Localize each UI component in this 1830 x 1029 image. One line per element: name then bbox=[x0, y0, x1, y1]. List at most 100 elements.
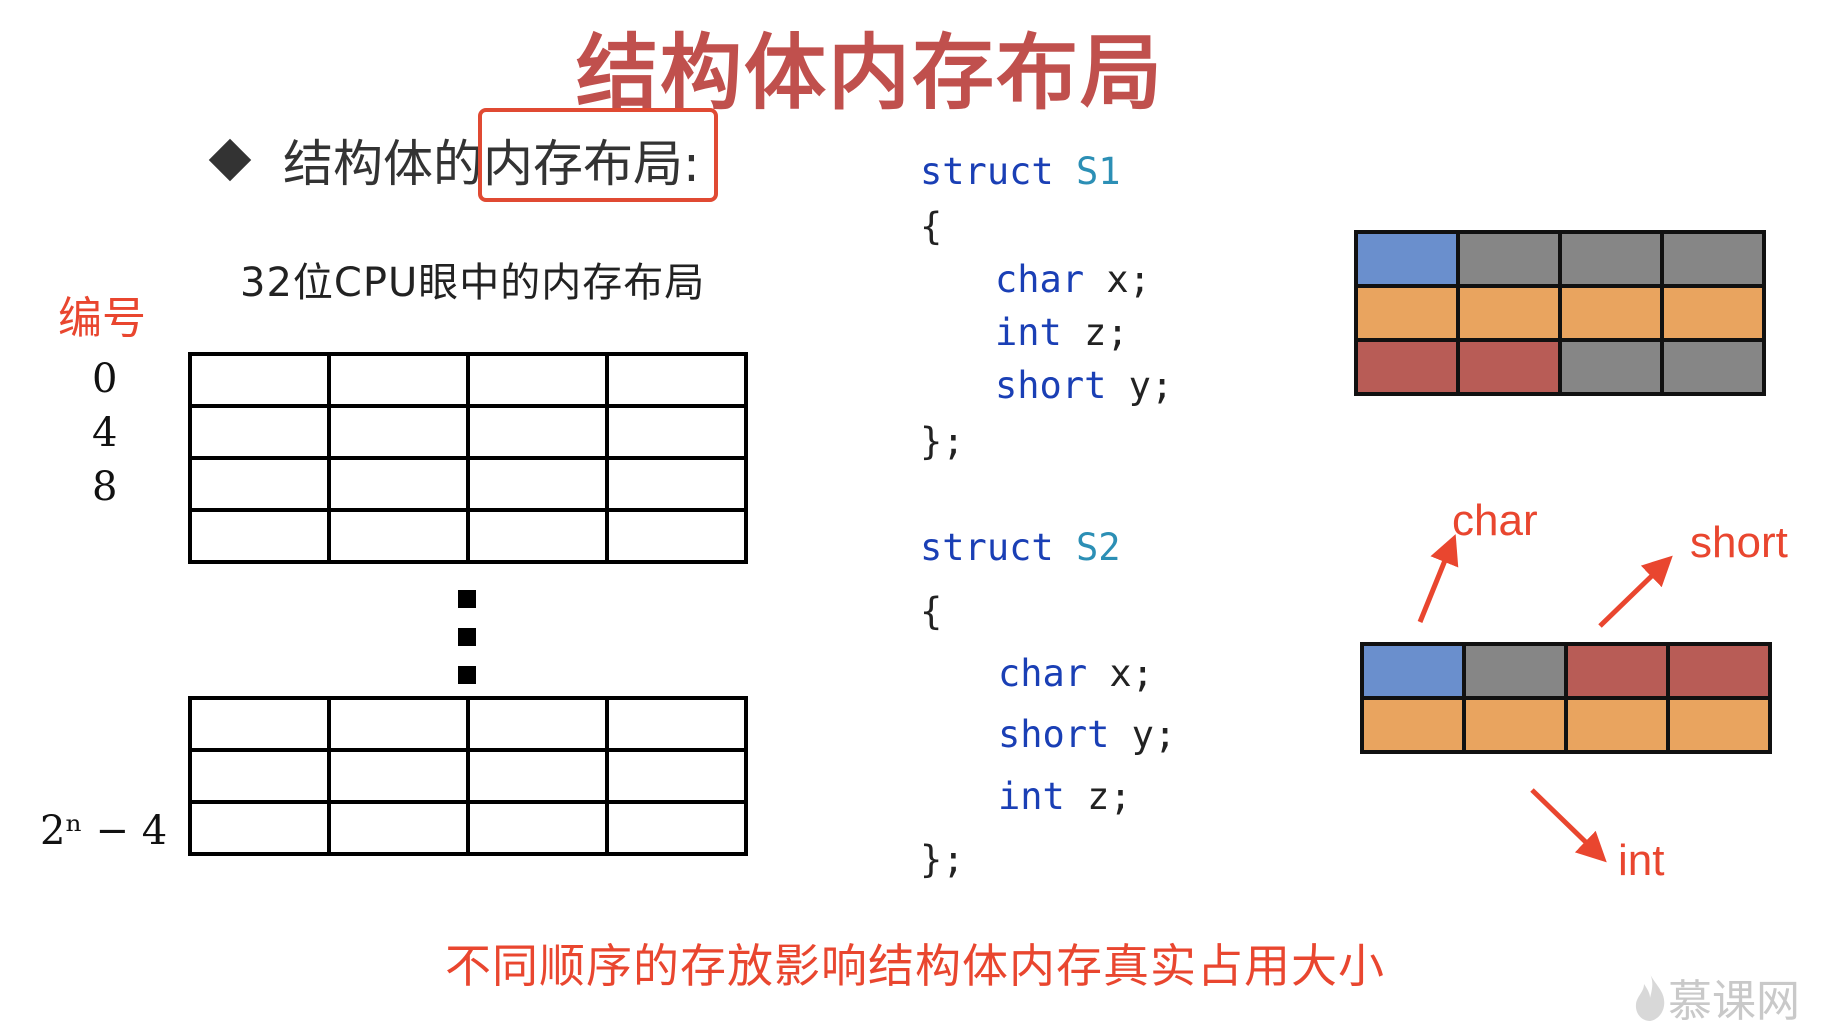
code-var: y; bbox=[1128, 364, 1174, 407]
memory-cell bbox=[466, 456, 609, 512]
padding-cell bbox=[1660, 230, 1766, 288]
code-field: short y; bbox=[998, 713, 1176, 756]
memory-cell bbox=[188, 508, 331, 564]
char-cell bbox=[1360, 642, 1466, 700]
ellipsis-dot-icon bbox=[458, 628, 476, 646]
address-label: 0 bbox=[92, 356, 118, 402]
code-var: z; bbox=[1087, 775, 1132, 818]
code-s1-header: struct S1 bbox=[920, 150, 1121, 193]
memory-cell bbox=[605, 800, 748, 856]
padding-cell bbox=[1558, 230, 1664, 288]
bullet-line: 结构体的内存布局: bbox=[208, 128, 700, 193]
flame-logo-icon bbox=[1635, 974, 1665, 1021]
memory-grid-top bbox=[188, 352, 748, 564]
short-arrow-icon bbox=[1598, 555, 1673, 628]
code-struct-name: S1 bbox=[1075, 150, 1121, 193]
char-cell bbox=[1354, 230, 1460, 288]
address-label: 8 bbox=[92, 464, 118, 510]
memory-cell bbox=[605, 508, 748, 564]
code-struct-name: S2 bbox=[1075, 526, 1121, 569]
short-cell bbox=[1354, 338, 1460, 396]
padding-cell bbox=[1660, 338, 1766, 396]
padding-cell bbox=[1462, 642, 1568, 700]
code-type: short bbox=[998, 713, 1110, 756]
code-var: z; bbox=[1084, 311, 1129, 354]
index-label: 编号 bbox=[58, 293, 146, 344]
code-s2-header: struct S2 bbox=[920, 526, 1121, 569]
code-type: short bbox=[995, 364, 1107, 407]
s2-memory-layout bbox=[1360, 642, 1772, 754]
watermark-text: 慕课网 bbox=[1668, 976, 1800, 1027]
memory-cell bbox=[466, 748, 609, 804]
memory-cell bbox=[188, 404, 331, 460]
watermark: 慕课网 bbox=[1632, 965, 1800, 1029]
code-keyword: struct bbox=[920, 150, 1054, 193]
memory-cell bbox=[188, 456, 331, 512]
code-brace: }; bbox=[920, 838, 965, 881]
bottom-note: 不同顺序的存放影响结构体内存真实占用大小 bbox=[445, 939, 1385, 993]
memory-cell bbox=[605, 404, 748, 460]
int-arrow-icon bbox=[1530, 788, 1607, 863]
memory-cell bbox=[327, 352, 470, 408]
address-label-last: 2ⁿ − 4 bbox=[40, 808, 168, 854]
ellipsis-dot-icon bbox=[458, 666, 476, 684]
bullet-text-prefix: 结构体的 bbox=[283, 135, 483, 193]
code-var: x; bbox=[1109, 652, 1154, 695]
code-type: int bbox=[995, 311, 1062, 354]
code-type: char bbox=[995, 258, 1085, 301]
int-cell bbox=[1660, 284, 1766, 342]
code-var: y; bbox=[1131, 713, 1177, 756]
memory-cell bbox=[327, 508, 470, 564]
memory-cell bbox=[605, 352, 748, 408]
memory-cell bbox=[605, 456, 748, 512]
code-brace: { bbox=[920, 205, 943, 248]
int-cell bbox=[1462, 696, 1568, 754]
int-cell bbox=[1354, 284, 1460, 342]
memory-cell bbox=[327, 800, 470, 856]
short-cell bbox=[1564, 642, 1670, 700]
code-brace: }; bbox=[920, 420, 965, 463]
page-title: 结构体内存布局 bbox=[575, 26, 1164, 121]
int-cell bbox=[1456, 284, 1562, 342]
memory-cell bbox=[327, 748, 470, 804]
memory-cell bbox=[188, 800, 331, 856]
char-arrow-icon bbox=[1417, 534, 1459, 623]
s1-memory-layout bbox=[1354, 230, 1766, 396]
memory-cell bbox=[466, 352, 609, 408]
padding-cell bbox=[1558, 338, 1664, 396]
address-label: 4 bbox=[92, 410, 118, 456]
memory-cell bbox=[466, 800, 609, 856]
short-cell bbox=[1456, 338, 1562, 396]
code-field: char x; bbox=[998, 652, 1154, 695]
code-field: int z; bbox=[995, 311, 1129, 354]
code-keyword: struct bbox=[920, 526, 1054, 569]
memory-cell bbox=[605, 696, 748, 752]
padding-cell bbox=[1456, 230, 1562, 288]
code-field: char x; bbox=[995, 258, 1151, 301]
code-type: char bbox=[998, 652, 1088, 695]
memory-cell bbox=[605, 748, 748, 804]
ellipsis-dot-icon bbox=[458, 590, 476, 608]
int-cell bbox=[1564, 696, 1670, 754]
memory-grid-bottom bbox=[188, 696, 748, 856]
memory-cell bbox=[466, 404, 609, 460]
memory-cell bbox=[466, 696, 609, 752]
int-label: int bbox=[1618, 836, 1665, 885]
memory-cell bbox=[188, 352, 331, 408]
code-field: int z; bbox=[998, 775, 1132, 818]
memory-cell bbox=[188, 748, 331, 804]
int-cell bbox=[1558, 284, 1664, 342]
int-cell bbox=[1666, 696, 1772, 754]
highlight-box bbox=[478, 108, 718, 202]
short-cell bbox=[1666, 642, 1772, 700]
bullet-text-highlight: 内存布局: bbox=[483, 135, 700, 193]
code-field: short y; bbox=[995, 364, 1173, 407]
memory-cell bbox=[327, 696, 470, 752]
char-label: char bbox=[1452, 496, 1538, 545]
int-cell bbox=[1360, 696, 1466, 754]
memory-cell bbox=[327, 456, 470, 512]
memory-cell bbox=[466, 508, 609, 564]
memory-cell bbox=[188, 696, 331, 752]
code-brace: { bbox=[920, 590, 943, 633]
